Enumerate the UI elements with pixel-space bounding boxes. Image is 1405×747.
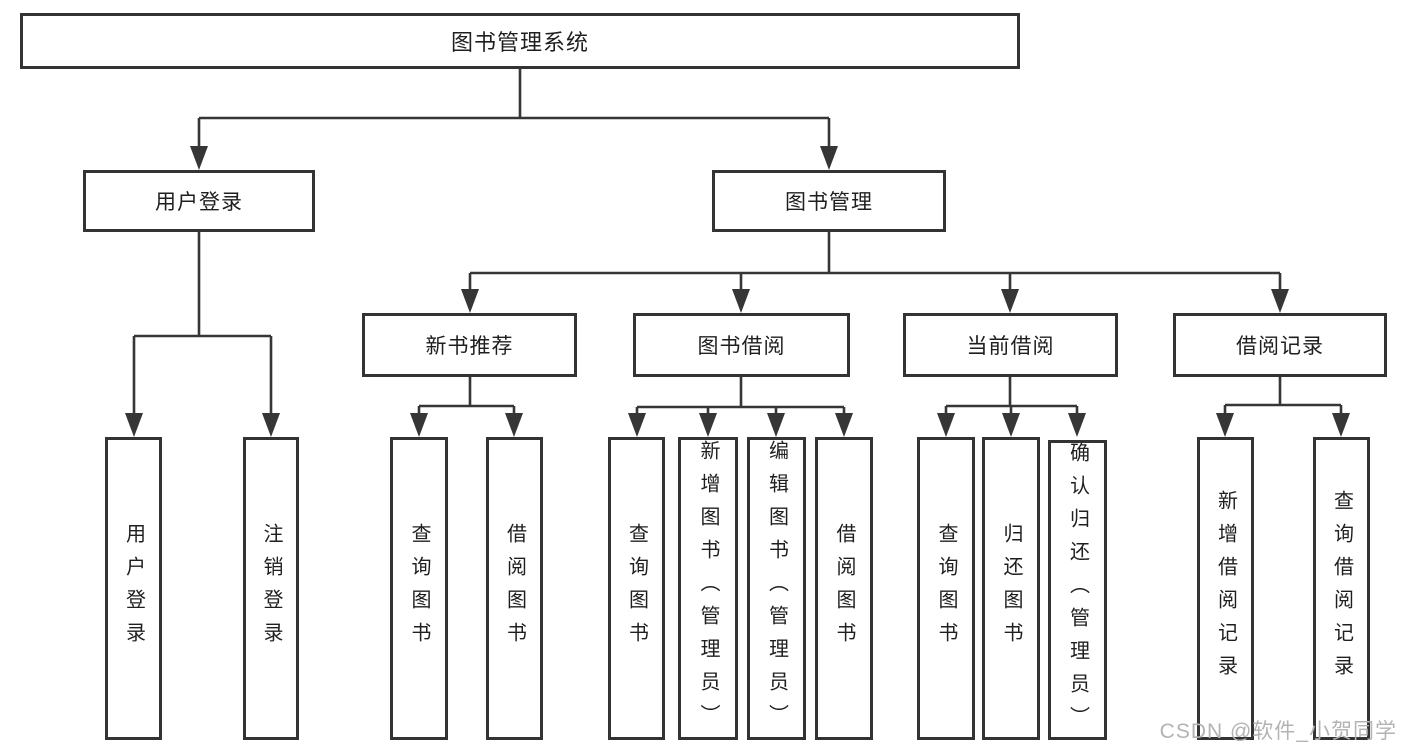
node-leaf-bb-edit-books-admin: 编辑图书（管理员） [747,437,806,740]
node-leaf-nbr-borrow-books: 借阅图书 [486,437,543,740]
leaf-label: 新增借阅记录 [1214,489,1237,688]
leaf-label: 查询图书 [625,522,648,655]
leaf-label: 查询图书 [408,522,430,655]
leaf-label: 归还图书 [1000,522,1022,655]
node-leaf-bb-add-books-admin: 新增图书（管理员） [678,437,738,740]
node-library-management-system: 图书管理系统 [20,13,1020,69]
node-user-login: 用户登录 [83,170,315,232]
node-leaf-br-query-record: 查询借阅记录 [1313,437,1370,740]
node-borrowing-records: 借阅记录 [1173,313,1387,377]
node-leaf-logout-login: 注销登录 [243,437,299,740]
node-leaf-bb-query-books: 查询图书 [608,437,665,740]
node-leaf-cb-query-books: 查询图书 [917,437,975,740]
node-current-borrowing: 当前借阅 [903,313,1118,377]
csdn-watermark: CSDN @软件_小贺同学 [1159,720,1397,743]
node-leaf-bb-borrow-books: 借阅图书 [815,437,873,740]
node-leaf-br-add-record: 新增借阅记录 [1197,437,1254,740]
leaf-label: 注销登录 [260,522,282,655]
leaf-label: 新增图书（管理员） [697,440,719,737]
node-new-book-recommendation: 新书推荐 [362,313,577,377]
leaf-label: 查询借阅记录 [1330,489,1353,688]
leaf-label: 查询图书 [935,522,957,655]
node-leaf-cb-confirm-return-admin: 确认归还（管理员） [1048,440,1107,740]
node-leaf-nbr-query-books: 查询图书 [390,437,448,740]
leaf-label: 借阅图书 [833,522,855,655]
node-book-borrowing: 图书借阅 [633,313,850,377]
node-leaf-user-login: 用户登录 [105,437,162,740]
leaf-label: 编辑图书（管理员） [765,440,788,737]
leaf-label: 用户登录 [122,522,145,655]
leaf-label: 确认归还（管理员） [1066,441,1089,739]
node-leaf-cb-return-books: 归还图书 [982,437,1040,740]
node-book-management: 图书管理 [712,170,946,232]
leaf-label: 借阅图书 [503,522,526,655]
